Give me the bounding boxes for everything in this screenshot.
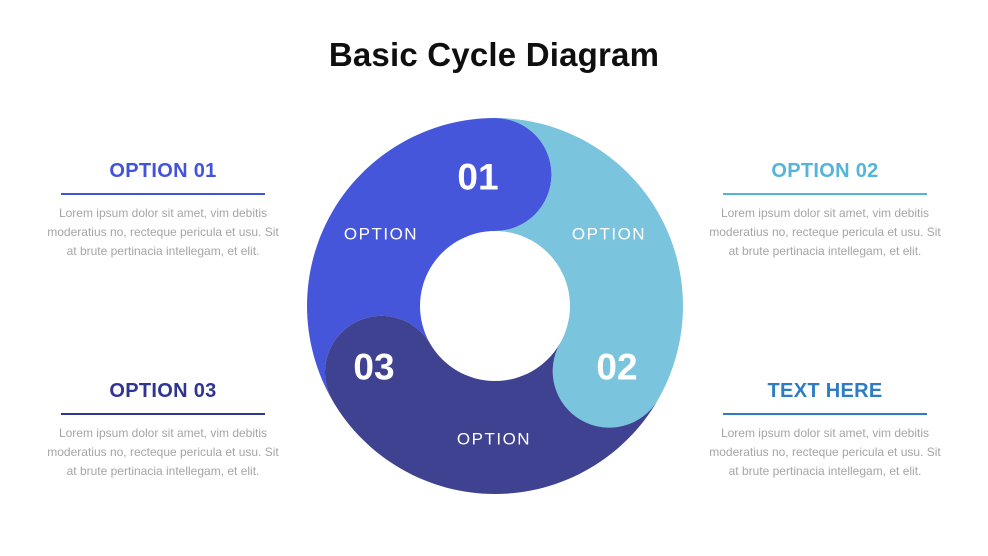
text-block-body: Lorem ipsum dolor sit amet, vim debitis … [709, 426, 941, 478]
segment-02-number: 02 [596, 347, 637, 388]
text-block-heading: OPTION 02 [771, 160, 879, 182]
accent-divider [61, 193, 265, 195]
segment-02-label: OPTION [572, 225, 646, 244]
text-block-body: Lorem ipsum dolor sit amet, vim debitis … [47, 206, 279, 258]
text-block-heading: OPTION 01 [109, 160, 217, 182]
text-block-text-here: TEXT HERE Lorem ipsum dolor sit amet, vi… [708, 379, 942, 481]
cycle-segment-02 [495, 118, 683, 428]
cycle-diagram: 01 02 03 OPTION OPTION OPTION [307, 118, 683, 494]
segment-01-number: 01 [457, 157, 498, 198]
text-block-body: Lorem ipsum dolor sit amet, vim debitis … [709, 206, 941, 258]
page-title: Basic Cycle Diagram [328, 36, 660, 73]
accent-divider [723, 413, 927, 415]
cycle-segment-01 [307, 118, 552, 400]
segment-03-label: OPTION [457, 430, 531, 449]
text-block-option-02: OPTION 02 Lorem ipsum dolor sit amet, vi… [708, 159, 942, 261]
segment-03-number: 03 [353, 347, 394, 388]
text-block-option-03: OPTION 03 Lorem ipsum dolor sit amet, vi… [46, 379, 280, 481]
text-block-heading: TEXT HERE [767, 380, 883, 402]
accent-divider [61, 413, 265, 415]
text-block-heading: OPTION 03 [109, 380, 217, 402]
cycle-segment-03 [324, 315, 658, 494]
accent-divider [723, 193, 927, 195]
segment-01-label: OPTION [344, 225, 418, 244]
text-block-body: Lorem ipsum dolor sit amet, vim debitis … [47, 426, 279, 478]
text-block-option-01: OPTION 01 Lorem ipsum dolor sit amet, vi… [46, 159, 280, 261]
